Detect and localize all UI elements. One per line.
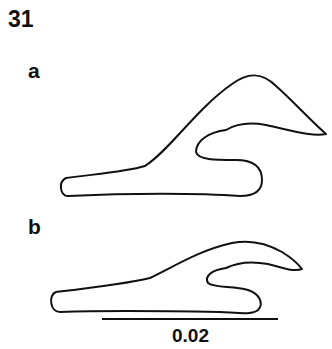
sclerite-outline [51,242,302,314]
scale-label: 0.02 [172,326,209,345]
scale-bar [102,318,278,320]
panel-letter: b [28,216,41,237]
sclerite-outline [61,75,326,196]
figure-number: 31 [8,8,34,31]
panel-letter: a [28,60,40,81]
